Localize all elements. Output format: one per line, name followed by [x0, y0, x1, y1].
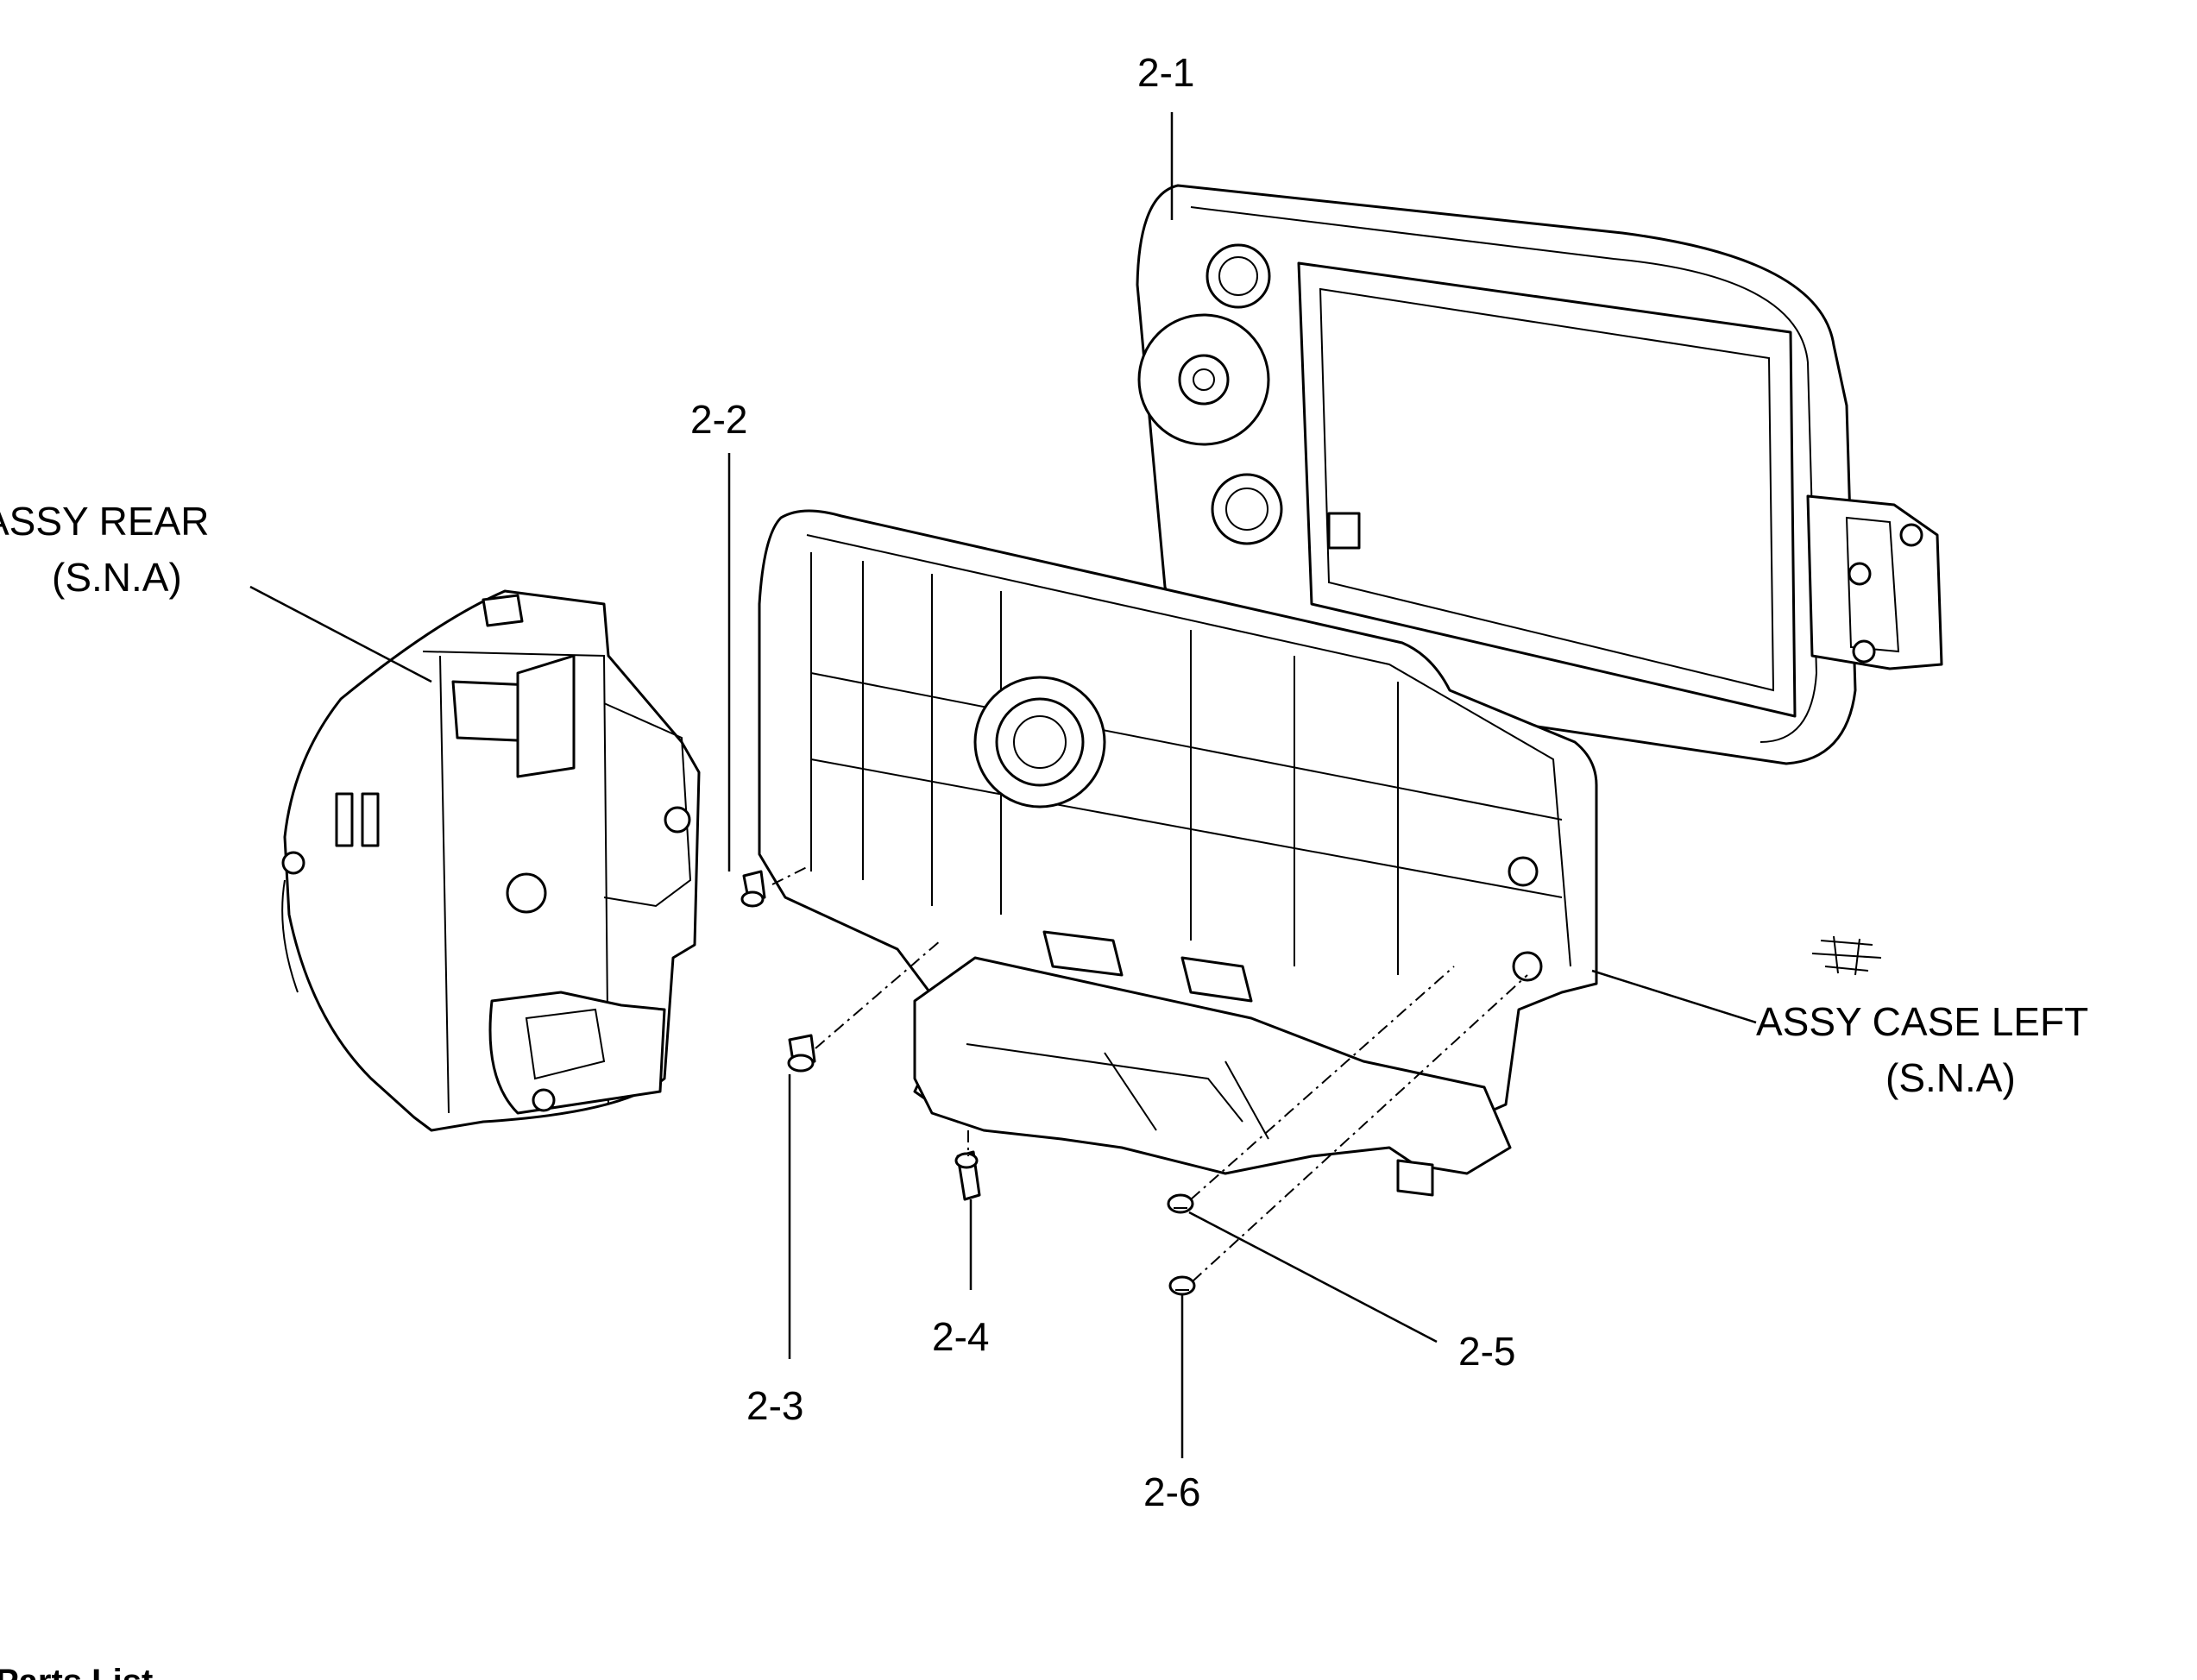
label-assy-rear-sna: (S.N.A): [52, 555, 182, 600]
label-assy-rear: ASSY REAR: [0, 499, 209, 544]
screw-2-6: [1168, 1275, 1196, 1296]
label-assy-case-left-sna: (S.N.A): [1885, 1055, 2016, 1100]
label-2-4: 2-4: [932, 1314, 989, 1359]
label-2-5: 2-5: [1458, 1329, 1515, 1374]
parts-list-heading: Parts List: [0, 1663, 153, 1680]
label-2-2: 2-2: [690, 397, 747, 442]
case-left-symbol-icon: [1811, 935, 1882, 976]
assembly-axis-lines: [771, 866, 1528, 1282]
screw-2-3: [787, 1034, 816, 1073]
label-2-1: 2-1: [1137, 50, 1194, 95]
leader-lines: [249, 112, 1757, 1458]
screw-2-5: [1167, 1193, 1194, 1214]
label-assy-case-left: ASSY CASE LEFT: [1756, 999, 2088, 1044]
screw-2-4: [954, 1150, 981, 1201]
part-2-1-lcd-panel: [1136, 184, 1943, 765]
label-2-6: 2-6: [1143, 1469, 1200, 1514]
assy-rear-part: [281, 589, 701, 1132]
label-2-3: 2-3: [746, 1383, 803, 1428]
screw-2-2: [740, 870, 766, 908]
assy-case-left-part: [758, 509, 1598, 1197]
